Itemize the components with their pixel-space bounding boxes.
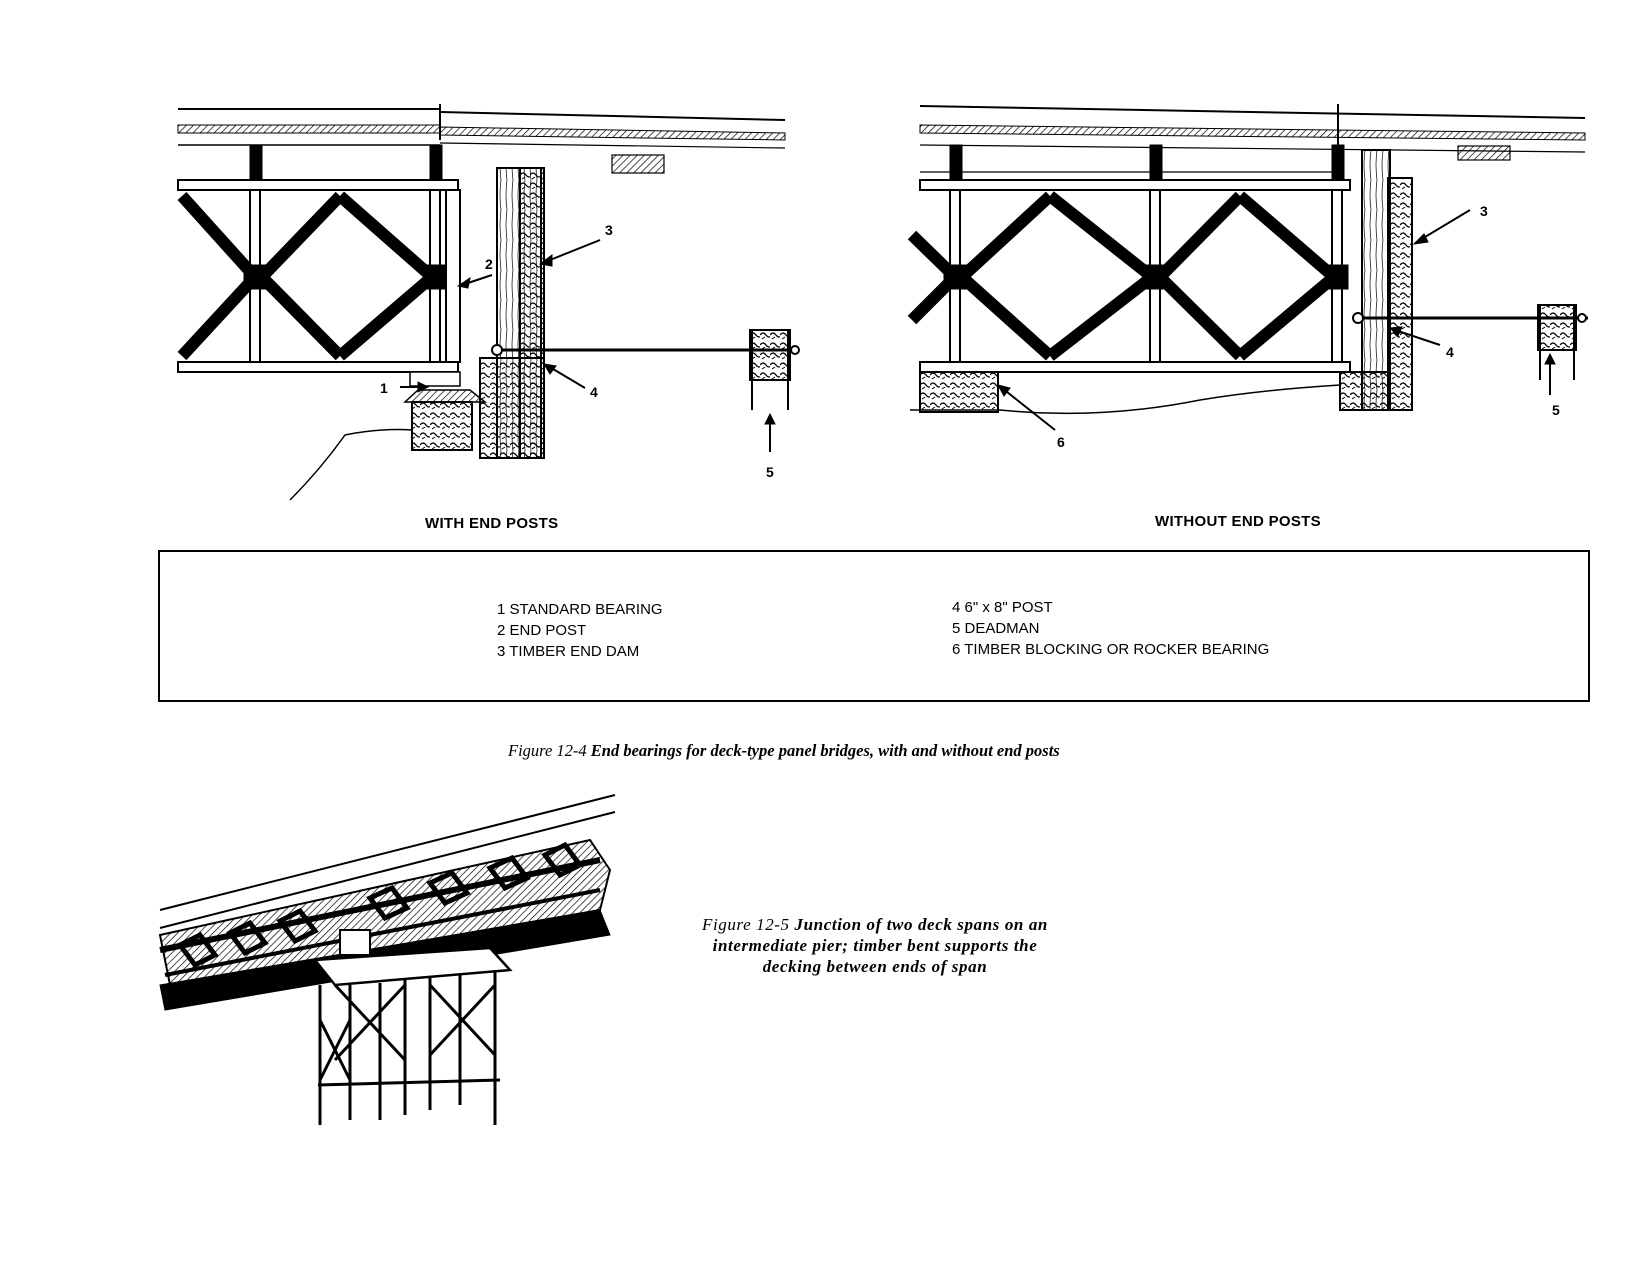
- with-end-posts-drawing: [177, 104, 800, 501]
- callout-4-right: 4: [1446, 344, 1454, 360]
- legend-item-3: 3 TIMBER END DAM: [497, 643, 640, 660]
- figure-12-5-line-3: decking between ends of span: [762, 957, 988, 976]
- callout-3-right: 3: [1480, 203, 1488, 219]
- legend-box: [158, 550, 1590, 702]
- legend-item-6: 6 TIMBER BLOCKING OR ROCKER BEARING: [952, 641, 1270, 658]
- figure-12-4-number: Figure 12-4: [508, 741, 587, 760]
- callout-2-left: 2: [485, 256, 493, 272]
- legend-column-2: 4 6" x 8" POST 5 DEADMAN 6 TIMBER BLOCKI…: [952, 597, 1269, 660]
- figure-12-5-number: Figure 12-5: [702, 915, 790, 934]
- legend-item-4: 4 6" x 8" POST: [952, 599, 1053, 616]
- callout-5-left: 5: [766, 464, 774, 480]
- legend-column-1: 1 STANDARD BEARING 2 END POST 3 TIMBER E…: [497, 599, 663, 662]
- figure-12-5-line-1-text: Junction of two deck spans on an: [794, 915, 1048, 934]
- figure-12-5-caption: Figure 12-5 Junction of two deck spans o…: [655, 914, 1095, 977]
- callout-4-left: 4: [590, 384, 598, 400]
- without-end-posts-drawing: [907, 104, 1588, 431]
- legend-item-5: 5 DEADMAN: [952, 620, 1040, 637]
- callout-6-right: 6: [1057, 434, 1065, 450]
- figure-12-5-line-2: intermediate pier; timber bent supports …: [712, 936, 1038, 955]
- figure-12-4-text: End bearings for deck-type panel bridges…: [590, 741, 1060, 760]
- figure-12-5-line-1: Figure 12-5 Junction of two deck spans o…: [655, 914, 1095, 935]
- callout-5-right: 5: [1552, 402, 1560, 418]
- deck-span-junction-drawing: [158, 794, 616, 1125]
- with-end-posts-title: WITH END POSTS: [425, 515, 559, 532]
- figure-12-4-caption: Figure 12-4 End bearings for deck-type p…: [508, 741, 1060, 761]
- legend-item-2: 2 END POST: [497, 622, 587, 639]
- without-end-posts-title: WITHOUT END POSTS: [1155, 513, 1321, 530]
- callout-1-left: 1: [380, 380, 388, 396]
- legend-item-1: 1 STANDARD BEARING: [497, 601, 663, 618]
- callout-3-left: 3: [605, 222, 613, 238]
